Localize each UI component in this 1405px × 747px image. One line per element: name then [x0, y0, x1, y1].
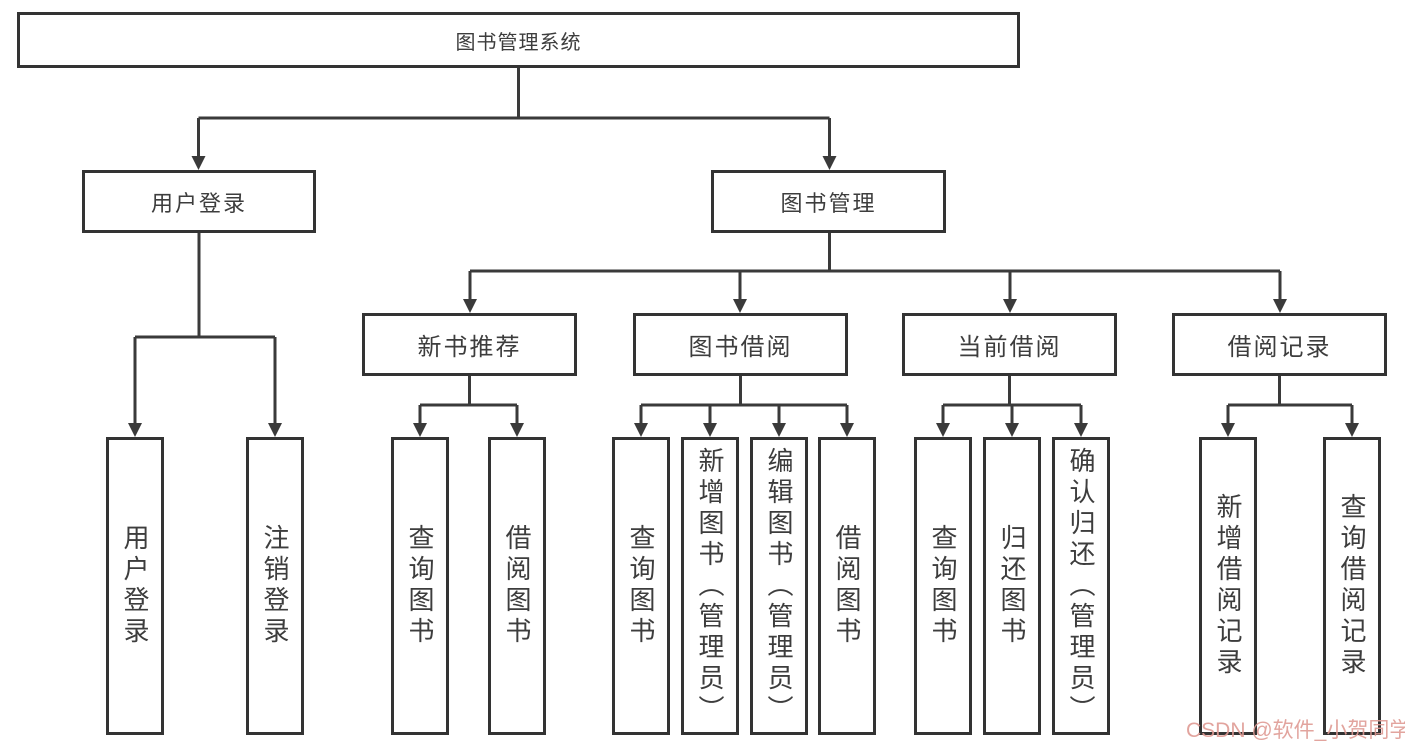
csdn-watermark: CSDN @软件_小贺同学 [1186, 719, 1405, 742]
node-new-book-recommend: 新书推荐 [362, 313, 577, 376]
connector-book-mgmt-branch [468, 233, 1282, 300]
node-current-borrowing: 当前借阅 [902, 313, 1117, 376]
node-leaf-borrow-books-2: 借阅图书 [818, 437, 876, 735]
node-library-system: 图书管理系统 [17, 12, 1020, 68]
node-book-borrowing-label: 图书借阅 [688, 334, 793, 361]
node-leaf-query-books-3: 查询图书 [914, 437, 972, 735]
node-borrowing-records-label: 借阅记录 [1227, 334, 1332, 361]
node-leaf-edit-books-admin: 编辑图书（管理员） [750, 437, 808, 735]
node-leaf-add-borrow-record: 新增借阅记录 [1199, 437, 1257, 735]
node-leaf-add-books-admin: 新增图书（管理员） [681, 437, 739, 735]
node-current-borrowing-label: 当前借阅 [957, 334, 1062, 361]
node-book-borrowing: 图书借阅 [633, 313, 848, 376]
node-leaf-return-books-label: 归还图书 [997, 524, 1027, 648]
node-leaf-confirm-return-admin: 确认归还（管理员） [1052, 437, 1110, 735]
connector-current-borrow-branch [941, 376, 1083, 424]
node-user-login: 用户登录 [82, 170, 316, 233]
connector-new-book-branch [418, 376, 519, 424]
node-leaf-edit-books-admin-label: 编辑图书（管理员） [764, 446, 794, 726]
node-leaf-add-books-admin-label: 新增图书（管理员） [695, 446, 725, 726]
node-leaf-query-borrow-record: 查询借阅记录 [1323, 437, 1381, 735]
node-leaf-query-books-2: 查询图书 [612, 437, 670, 735]
node-library-system-label: 图书管理系统 [455, 31, 582, 54]
node-leaf-borrow-books-1-label: 借阅图书 [502, 524, 532, 648]
node-new-book-recommend-label: 新书推荐 [417, 334, 522, 361]
node-leaf-query-books-1: 查询图书 [391, 437, 449, 735]
node-leaf-query-books-3-label: 查询图书 [928, 524, 958, 648]
connector-root-to-level1 [197, 68, 831, 157]
connector-borrow-record-branch [1226, 376, 1354, 424]
node-leaf-query-books-1-label: 查询图书 [405, 524, 435, 648]
node-user-login-label: 用户登录 [150, 190, 247, 216]
node-leaf-add-borrow-record-label: 新增借阅记录 [1213, 493, 1243, 679]
node-leaf-user-login: 用户登录 [106, 437, 164, 735]
node-borrowing-records: 借阅记录 [1172, 313, 1387, 376]
node-leaf-return-books: 归还图书 [983, 437, 1041, 735]
node-leaf-borrow-books-2-label: 借阅图书 [832, 524, 862, 648]
node-book-management: 图书管理 [711, 170, 946, 233]
node-leaf-user-login-label: 用户登录 [120, 524, 150, 648]
node-leaf-query-borrow-record-label: 查询借阅记录 [1337, 493, 1367, 679]
node-leaf-logout-label: 注销登录 [260, 524, 290, 648]
node-leaf-confirm-return-admin-label: 确认归还（管理员） [1066, 446, 1096, 726]
node-leaf-logout: 注销登录 [246, 437, 304, 735]
connector-book-borrow-branch [639, 376, 849, 424]
node-book-management-label: 图书管理 [780, 190, 877, 216]
connector-user-login-branch [133, 233, 277, 424]
node-leaf-query-books-2-label: 查询图书 [626, 524, 656, 648]
node-leaf-borrow-books-1: 借阅图书 [488, 437, 546, 735]
